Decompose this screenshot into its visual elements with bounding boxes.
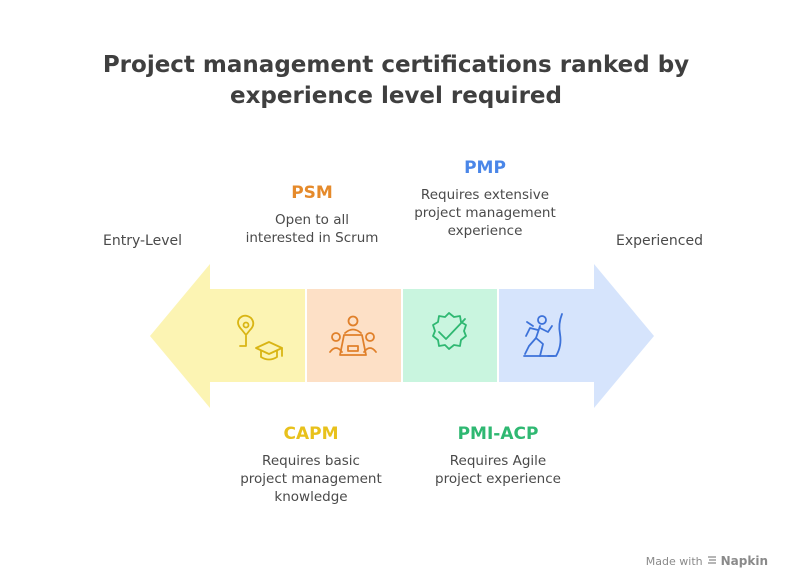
cert-name-capm: CAPM (283, 424, 339, 444)
entry-level-label: Entry-Level (103, 233, 183, 249)
cert-desc-psm: Open to all interested in Scrum (202, 211, 422, 247)
desc-line: interested in Scrum (245, 230, 379, 246)
cert-name-psm: PSM (291, 183, 333, 203)
graduation-icon (237, 314, 283, 361)
made-with-text: Made with (645, 554, 703, 568)
napkin-brand: Napkin (720, 554, 768, 568)
desc-line: project experience (435, 471, 561, 487)
cert-psm: PSM Open to all interested in Scrum (202, 181, 422, 247)
title-line-2: experience level required (230, 83, 562, 109)
right-arrow-head (594, 264, 654, 408)
desc-line: project management (414, 205, 556, 221)
segment-capm (210, 289, 305, 382)
desc-line: experience (447, 223, 523, 239)
cert-desc-pmi-acp: Requires Agile project experience (388, 452, 608, 488)
left-arrow-head (150, 264, 210, 408)
cert-desc-pmp: Requires extensive project management ex… (375, 186, 595, 240)
cert-desc-capm: Requires basic project management knowle… (201, 452, 421, 506)
desc-line: project management (240, 471, 382, 487)
title-line-1: Project management certifications ranked… (102, 52, 690, 78)
footer-credit: Made with Napkin (646, 554, 768, 568)
gear-check-icon (432, 312, 467, 350)
desc-line: Requires extensive (420, 187, 550, 203)
cert-name-pmp: PMP (464, 158, 506, 178)
desc-line: Requires Agile (449, 453, 547, 469)
segment-pmp (499, 289, 594, 382)
experienced-label: Experienced (616, 233, 703, 249)
desc-line: Open to all (275, 212, 349, 228)
cert-name-pmi-acp: PMI-ACP (457, 424, 539, 444)
napkin-logo-icon (707, 555, 717, 568)
meeting-icon (329, 315, 377, 356)
cert-pmi-acp: PMI-ACP Requires Agile project experienc… (388, 422, 608, 488)
cert-pmp: PMP Requires extensive project managemen… (375, 156, 595, 240)
desc-line: Requires basic (262, 453, 360, 469)
climber-icon (523, 313, 563, 357)
desc-line: knowledge (274, 489, 348, 505)
cert-capm: CAPM Requires basic project management k… (201, 422, 421, 506)
diagram-title: Project management certifications ranked… (0, 50, 792, 112)
